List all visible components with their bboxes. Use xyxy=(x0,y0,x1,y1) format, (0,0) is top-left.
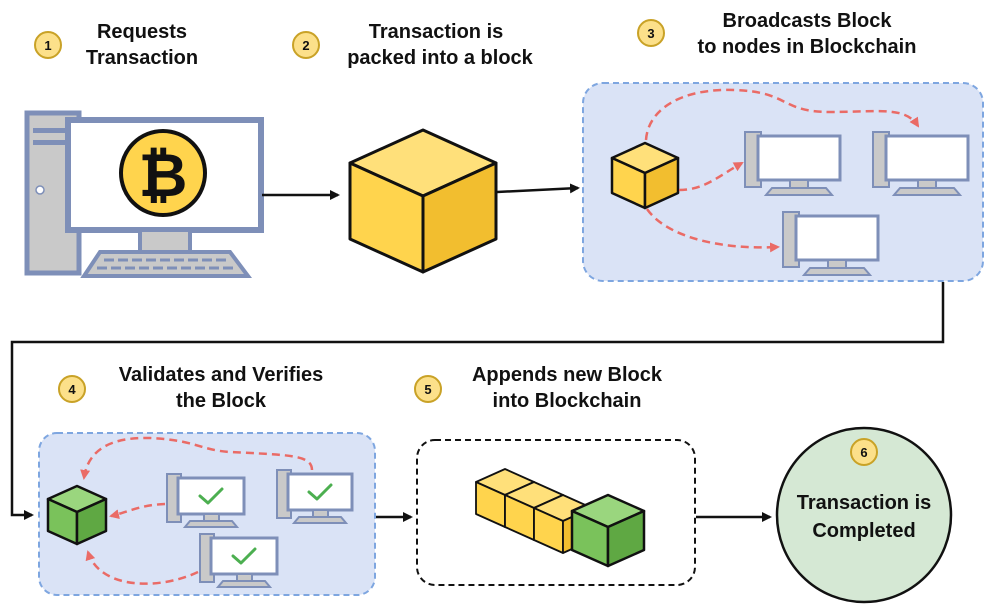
validating-block xyxy=(46,484,108,546)
step-6-label-line-2: Completed xyxy=(812,520,915,542)
checkmark-icon xyxy=(307,483,333,501)
step-5-number: 5 xyxy=(424,382,431,397)
step-3-label-line-1: Broadcasts Block xyxy=(723,10,893,32)
validation-arrow-bottom xyxy=(85,550,199,585)
svg-text:₿: ₿ xyxy=(139,141,188,211)
node-computer-2 xyxy=(872,131,970,196)
validator-computer-3 xyxy=(199,533,279,588)
validation-arrow-middle xyxy=(109,502,166,520)
broadcast-block xyxy=(610,141,680,210)
step-2-number: 2 xyxy=(302,38,309,53)
step-2-label-line-1: Transaction is xyxy=(369,21,504,43)
step-6-label-line-1: Transaction is xyxy=(797,492,932,514)
step-4-label-line-2: the Block xyxy=(176,390,267,412)
broadcast-arrow-top xyxy=(644,88,920,141)
step-1-number: 1 xyxy=(44,38,51,53)
step-4-number: 4 xyxy=(68,382,76,397)
arrow-step2-to-step3 xyxy=(496,183,580,194)
bitcoin-icon: ₿ xyxy=(119,129,207,217)
blockchain-chain-icon xyxy=(475,468,646,568)
chain-block-new xyxy=(570,493,646,568)
step-3-number: 3 xyxy=(647,26,654,41)
step-1-badge: 1 xyxy=(34,31,62,59)
step-5-label-line-2: into Blockchain xyxy=(493,390,642,412)
step-2-badge: 2 xyxy=(292,31,320,59)
step-2-label-line-2: packed into a block xyxy=(347,47,533,69)
node-computer-3 xyxy=(782,211,880,276)
validation-arrow-top xyxy=(80,436,314,480)
broadcast-arrow-middle xyxy=(678,161,744,192)
transaction-block xyxy=(348,128,498,274)
step-5-label-line-1: Appends new Block xyxy=(472,364,663,386)
checkmark-icon xyxy=(231,547,257,565)
step-3-badge: 3 xyxy=(637,19,665,47)
step-4-label-line-1: Validates and Verifies xyxy=(119,364,324,386)
node-computer-1 xyxy=(744,131,842,196)
step-1-label-line-1: Requests xyxy=(97,21,187,43)
validator-computer-1 xyxy=(166,473,246,528)
validator-computer-2 xyxy=(276,469,354,524)
step-5-badge: 5 xyxy=(414,375,442,403)
completed-circle xyxy=(775,426,953,604)
step-3-label-line-2: to nodes in Blockchain xyxy=(698,36,917,58)
step-6-number: 6 xyxy=(860,445,867,460)
checkmark-icon xyxy=(198,487,224,505)
arrow-step3-to-step4 xyxy=(10,282,945,520)
step-4-badge: 4 xyxy=(58,375,86,403)
step-6-badge: 6 xyxy=(850,438,878,466)
broadcast-arrow-bottom xyxy=(645,208,780,253)
step-1-label-line-2: Transaction xyxy=(86,47,198,69)
